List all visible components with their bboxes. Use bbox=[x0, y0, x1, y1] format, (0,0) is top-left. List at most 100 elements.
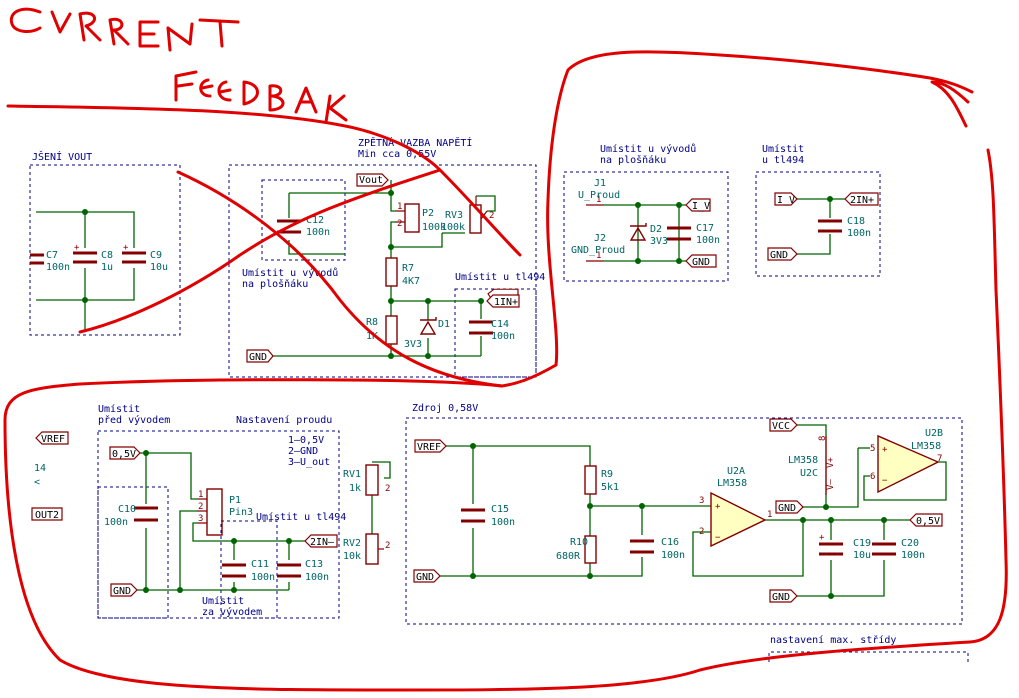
svg-text:LM358: LM358 bbox=[717, 478, 747, 489]
connector-p1: 1 2 3 P1 Pin3 bbox=[197, 488, 253, 536]
svg-text:Vout: Vout bbox=[359, 175, 383, 186]
svg-text:3: 3 bbox=[198, 514, 203, 524]
resistor-r8: R8 1K bbox=[366, 315, 398, 345]
frame-c11-placement bbox=[220, 520, 278, 619]
svg-text:4K7: 4K7 bbox=[402, 276, 420, 287]
net-label-gnd-u2: GND bbox=[775, 500, 804, 514]
svg-text:2IN–: 2IN– bbox=[310, 537, 335, 548]
svg-text:GND: GND bbox=[692, 257, 710, 268]
svg-text:2: 2 bbox=[198, 502, 203, 512]
svg-text:J1: J1 bbox=[594, 178, 606, 189]
svg-text:VREF: VREF bbox=[417, 442, 441, 453]
svg-text:680R: 680R bbox=[556, 551, 581, 562]
zener-d1: D1 3V3 bbox=[404, 317, 450, 350]
net-label-gnd-source: GND bbox=[413, 569, 441, 583]
svg-text:R8: R8 bbox=[366, 317, 378, 328]
svg-text:100n: 100n bbox=[491, 331, 515, 342]
svg-text:1: 1 bbox=[596, 195, 601, 205]
note-voltage-feedback: ZPĚTNÁ VAZBA NAPĚTÍ bbox=[358, 136, 472, 149]
frame-filter-vout bbox=[29, 164, 181, 336]
svg-text:1K: 1K bbox=[366, 331, 378, 342]
note-terminals-board: na plošňáku bbox=[600, 154, 666, 166]
svg-text:100n: 100n bbox=[251, 572, 275, 583]
net-label-2in-plus: 2IN+ bbox=[844, 192, 879, 206]
capacitor-c9: + C9 10u bbox=[122, 243, 168, 273]
note-c13-place: Umístit u tl494 bbox=[256, 511, 346, 523]
potentiometer-rv2: 2 RV2 10k bbox=[343, 533, 390, 565]
note-c11-place: Umístit bbox=[202, 595, 244, 607]
frame-c14-placement bbox=[454, 288, 537, 378]
capacitor-c13: C13 100n bbox=[277, 559, 329, 583]
frame-max-duty bbox=[768, 651, 969, 662]
note-c10-place: Umístit bbox=[98, 403, 140, 415]
svg-text:VCC: VCC bbox=[772, 421, 790, 432]
capacitor-c17: C17 100n bbox=[667, 223, 720, 246]
pin-14-label: 14 bbox=[34, 463, 46, 474]
svg-text:3V3: 3V3 bbox=[650, 236, 668, 247]
capacitor-c19: + C19 10u bbox=[819, 533, 871, 561]
svg-text:GND_Proud: GND_Proud bbox=[571, 245, 625, 256]
section-frames bbox=[29, 164, 969, 662]
note-c14-place: Umístit u tl494 bbox=[455, 271, 545, 283]
svg-text:C11: C11 bbox=[251, 559, 269, 570]
note-max-duty: nastavení max. střídy bbox=[770, 634, 896, 646]
svg-text:R9: R9 bbox=[601, 469, 613, 480]
svg-text:U2C: U2C bbox=[800, 468, 818, 479]
svg-text:VREF: VREF bbox=[41, 434, 65, 445]
frame-current-terminals bbox=[563, 171, 729, 282]
svg-text:C20: C20 bbox=[901, 538, 919, 549]
capacitor-c10: C10 100n bbox=[104, 504, 158, 528]
svg-text:Pin3: Pin3 bbox=[229, 507, 253, 518]
capacitor-c15: C15 100n bbox=[461, 504, 515, 528]
annotation-letters-cvrrent bbox=[9, 7, 240, 52]
capacitor-c8: + C8 1u bbox=[73, 243, 113, 273]
annotation-letters-feedbak bbox=[174, 70, 348, 124]
svg-text:1k: 1k bbox=[349, 483, 361, 494]
c9-value: 10u bbox=[150, 262, 168, 273]
svg-text:D2: D2 bbox=[650, 224, 662, 235]
svg-text:2: 2 bbox=[385, 541, 390, 551]
c18-section: I_V 2IN+ C18 100n GND bbox=[767, 192, 879, 261]
svg-text:C12: C12 bbox=[306, 215, 324, 226]
capacitor-c7: C7 100n bbox=[30, 250, 70, 273]
note-terminals-place: Umístit u vývodů bbox=[600, 143, 696, 155]
pin-14-arrow: < bbox=[34, 477, 40, 488]
note-voltage-feedback-min: Min cca 0,55V bbox=[358, 149, 436, 160]
svg-text:D1: D1 bbox=[438, 319, 450, 330]
svg-text:+: + bbox=[819, 533, 825, 543]
svg-text:LM358: LM358 bbox=[911, 441, 941, 452]
opamp-u2b: + − 5 6 7 U2B LM358 bbox=[870, 428, 943, 494]
capacitor-c20: C20 100n bbox=[872, 538, 925, 561]
svg-text:100n: 100n bbox=[847, 228, 871, 239]
svg-text:C17: C17 bbox=[696, 223, 714, 234]
potentiometer-rv1: 2 RV1 1k bbox=[343, 461, 391, 534]
svg-text:−: − bbox=[882, 476, 888, 486]
svg-text:2: 2 bbox=[699, 527, 704, 537]
note-c12-terminals: na plošňáku bbox=[242, 278, 308, 290]
svg-text:100n: 100n bbox=[491, 517, 515, 528]
svg-text:+: + bbox=[882, 445, 888, 455]
net-label-gnd-fb: GND bbox=[246, 349, 274, 363]
svg-text:1IN+: 1IN+ bbox=[494, 297, 518, 308]
potentiometer-rv3: 2 RV3 100k bbox=[441, 196, 494, 234]
frame-c10-placement bbox=[97, 486, 169, 619]
note-c18-tl494: u tl494 bbox=[762, 155, 804, 166]
svg-text:P2: P2 bbox=[422, 208, 434, 219]
note-source: Zdroj 0,58V bbox=[412, 403, 478, 414]
net-label-vref-source: VREF bbox=[414, 439, 447, 453]
svg-text:C19: C19 bbox=[853, 538, 871, 549]
annotation-loop-bottom bbox=[3, 148, 1008, 692]
svg-text:I_V: I_V bbox=[692, 201, 710, 212]
net-label-1in-plus: 1IN+ bbox=[486, 288, 520, 308]
note-setting-1: 1–0,5V bbox=[288, 435, 324, 446]
resistor-r10: R10 680R bbox=[556, 535, 597, 564]
note-c11-after: za vývodem bbox=[202, 606, 262, 618]
svg-text:5k1: 5k1 bbox=[601, 482, 619, 493]
net-label-vref-left: VREF bbox=[35, 431, 69, 445]
svg-text:RV3: RV3 bbox=[445, 210, 463, 221]
svg-text:U2B: U2B bbox=[925, 428, 943, 439]
svg-text:+: + bbox=[715, 502, 721, 512]
svg-text:J2: J2 bbox=[594, 233, 606, 244]
svg-text:C13: C13 bbox=[305, 559, 323, 570]
svg-text:C16: C16 bbox=[661, 537, 679, 548]
